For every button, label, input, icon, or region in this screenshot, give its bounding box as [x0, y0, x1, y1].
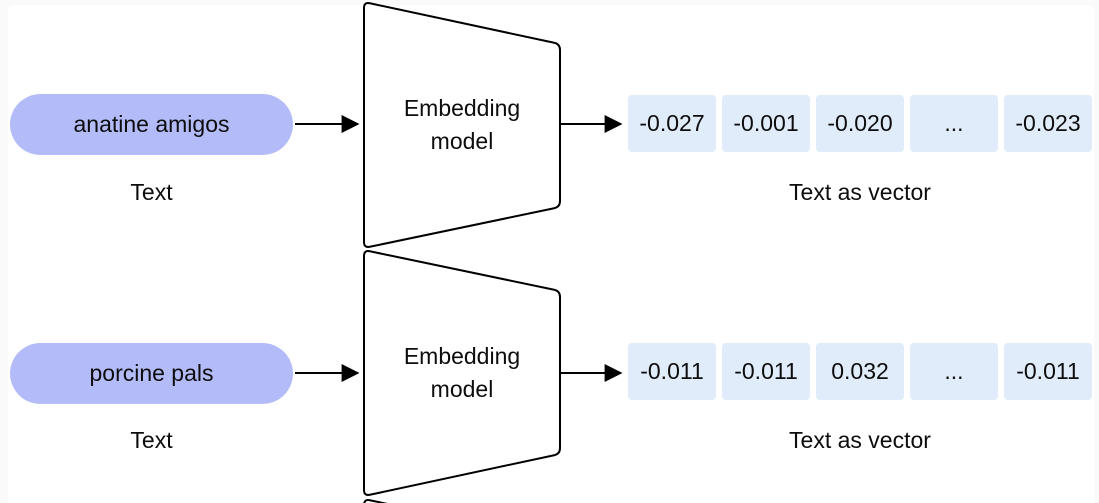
vector-row: -0.027 -0.001 -0.020 ... -0.023	[628, 95, 1092, 152]
vector-cell: -0.001	[722, 95, 810, 152]
embedding-model-trapezoid-3-clipped	[363, 499, 388, 503]
vector-cell: -0.011	[1004, 343, 1092, 400]
vector-cell: 0.032	[816, 343, 904, 400]
vector-cell-ellipsis: ...	[910, 95, 998, 152]
vector-caption: Text as vector	[789, 427, 931, 453]
vector-cell: -0.023	[1004, 95, 1092, 152]
vector-cell: -0.027	[628, 95, 716, 152]
input-caption: Text	[130, 179, 173, 205]
input-text-pill: porcine pals	[10, 343, 293, 404]
input-caption: Text	[130, 427, 173, 453]
embedding-model-trapezoid-1	[363, 2, 561, 248]
embedding-model-trapezoid-2	[363, 250, 561, 496]
vector-cell-ellipsis: ...	[910, 343, 998, 400]
input-text: anatine amigos	[73, 111, 230, 137]
vector-caption: Text as vector	[789, 179, 931, 205]
embedding-model-label: Embedding model	[403, 343, 521, 402]
input-text-pill: anatine amigos	[10, 94, 293, 155]
embedding-model-label: Embedding model	[403, 95, 521, 154]
vector-cell: -0.020	[816, 95, 904, 152]
vector-cell: -0.011	[722, 343, 810, 400]
vector-row: -0.011 -0.011 0.032 ... -0.011	[628, 343, 1092, 400]
input-text: porcine pals	[89, 360, 214, 386]
vector-cell: -0.011	[628, 343, 716, 400]
